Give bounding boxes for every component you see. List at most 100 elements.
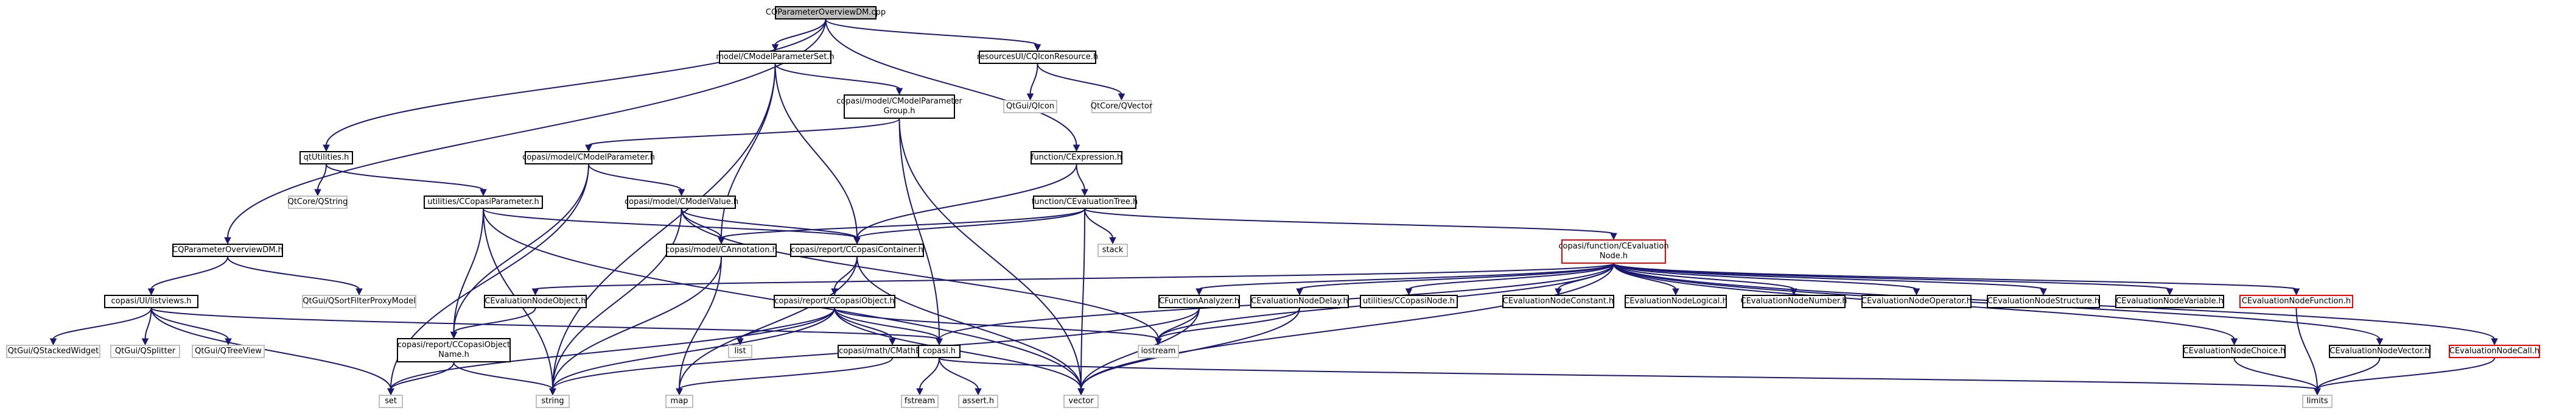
edge-copasi-report-ccopasiobject-to-iostream <box>834 308 1159 340</box>
edge-arrowhead <box>1672 288 1679 296</box>
node-label: copasi/model/CAnnotation.h <box>665 245 777 255</box>
edge-arrowhead <box>1077 388 1085 396</box>
node-root[interactable]: CQParameterOverviewDM.cpp <box>766 6 886 19</box>
node-label: resourcesUI/CQIconResource.h <box>976 52 1099 62</box>
node-cfunctionanalyzer[interactable]: CFunctionAnalyzer.h <box>1158 295 1240 308</box>
node-function-cevaluationtree[interactable]: function/CEvaluationTree.h <box>1032 196 1138 209</box>
node-cevaluationnodedelay[interactable]: CEvaluationNodeDelay.h <box>1250 295 1349 308</box>
node-cevaluationnodeobject[interactable]: CEvaluationNodeObject.h <box>484 295 587 308</box>
edge-arrowhead <box>1081 189 1088 197</box>
node-label: copasi/model/CModelParameter Group.h <box>836 97 962 116</box>
node-cevaluationnodechoice[interactable]: CEvaluationNodeChoice.h <box>2183 345 2286 358</box>
node-label: set <box>385 397 397 406</box>
edge-qtutilities-to-utilities-ccopasiparameter <box>326 164 484 191</box>
edge-arrowhead <box>1026 93 1034 101</box>
edge-arrowhead <box>1405 288 1413 296</box>
node-cevaluationnodelogical[interactable]: CEvaluationNodeLogical.h <box>1624 295 1727 308</box>
edge-cqparameteroverviewdm-h-to-qtgui-qsortfilterproxymodel <box>227 256 360 290</box>
node-utilities-ccopasinode[interactable]: utilities/CCopasiNode.h <box>1360 295 1458 308</box>
node-cevaluationnodeoperator[interactable]: CEvaluationNodeOperator.h <box>1861 295 1972 308</box>
edge-copasi-function-cevaluationnode-to-cevaluationnodestructure <box>1613 263 2044 290</box>
edge-copasi-model-cmodelparameter-to-copasi-report-ccopasiobjectname <box>453 164 589 333</box>
edge-arrowhead <box>1296 288 1303 296</box>
node-copasi-model-cmodelvalue[interactable]: copasi/model/CModelValue.h <box>625 196 738 209</box>
node-cevaluationnodestructure[interactable]: CEvaluationNodeStructure.h <box>1987 295 2100 308</box>
edge-copasi-function-cevaluationnode-to-cfunctionanalyzer <box>1199 263 1614 290</box>
edge-copasi-ui-listviews-to-copasi-h <box>150 308 940 340</box>
edge-copasi-model-cmodelparameter-to-copasi-model-cmodelvalue <box>588 164 682 191</box>
node-copasi-function-cevaluationnode[interactable]: copasi/function/CEvaluation Node.h <box>1558 239 1669 264</box>
node-iostream: iostream <box>1138 345 1179 358</box>
edge-function-cevaluationtree-to-copasi-function-cevaluationnode <box>1084 208 1614 234</box>
node-cevaluationnodenumber[interactable]: CEvaluationNodeNumber.h <box>1741 295 1847 308</box>
edge-arrowhead <box>676 388 683 396</box>
node-copasi-h[interactable]: copasi.h <box>918 345 961 358</box>
edge-arrowhead <box>355 288 363 296</box>
edge-resourcesui-cqiconresource-to-qtcore-qvector <box>1037 63 1122 95</box>
node-copasi-ui-listviews[interactable]: copasi/UI/listviews.h <box>104 295 198 308</box>
edge-model-cmodelparameterset-to-copasi-model-cmodelparametergroup <box>774 63 900 90</box>
edge-copasi-model-cmodelparametergroup-to-copasi-h <box>898 118 940 340</box>
edge-cqparameteroverviewdm-h-to-copasi-ui-listviews <box>150 256 228 290</box>
edge-arrowhead <box>450 331 458 339</box>
node-copasi-report-ccopasiobject[interactable]: copasi/report/CCopasiObject.h <box>774 295 895 308</box>
edge-arrowhead <box>224 237 231 245</box>
node-model-cmodelparameterset[interactable]: model/CModelParameterSet.h <box>716 51 835 64</box>
node-fstream: fstream <box>901 395 939 408</box>
node-copasi-model-cmodelparametergroup[interactable]: copasi/model/CModelParameter Group.h <box>836 94 962 119</box>
node-label: stack <box>1102 245 1124 255</box>
node-copasi-report-ccopasicontainer[interactable]: copasi/report/CCopasiContainer.h <box>790 244 924 257</box>
edge-copasi-model-cmodelvalue-to-copasi-report-ccopasicontainer <box>681 208 858 239</box>
edge-copasi-model-cmodelparametergroup-to-copasi-model-cmodelparameter <box>588 118 900 146</box>
node-qtutilities[interactable]: qtUtilities.h <box>299 151 353 164</box>
node-copasi-model-cannotation[interactable]: copasi/model/CAnnotation.h <box>665 244 777 257</box>
edge-arrowhead <box>2166 288 2174 296</box>
node-cevaluationnodeconstant[interactable]: CEvaluationNodeConstant.h <box>1502 295 1614 308</box>
edge-cevaluationnodedelay-to-iostream <box>1158 308 1300 340</box>
node-label: assert.h <box>962 397 995 406</box>
edge-copasi-report-ccopasiobject-to-copasi-math-cmathenum <box>834 308 893 340</box>
node-string: string <box>536 395 570 408</box>
edge-arrowhead <box>314 189 321 197</box>
node-utilities-ccopasiparameter[interactable]: utilities/CCopasiParameter.h <box>424 196 543 209</box>
edge-arrowhead <box>1109 237 1116 245</box>
edge-resourcesui-cqiconresource-to-qtgui-qicon <box>1029 63 1038 95</box>
node-label: CEvaluationNodeLogical.h <box>1624 297 1727 306</box>
node-resourcesui-cqiconresource[interactable]: resourcesUI/CQIconResource.h <box>976 51 1099 64</box>
edge-copasi-function-cevaluationnode-to-utilities-ccopasinode <box>1408 263 1614 290</box>
edge-copasi-ui-listviews-to-qtgui-qsplitter <box>144 308 152 340</box>
edge-copasi-math-cmathenum-to-map <box>679 358 893 390</box>
edge-model-cmodelparameterset-to-string <box>552 63 776 390</box>
edge-function-cevaluationtree-to-copasi-report-ccopasicontainer <box>856 208 1085 239</box>
node-cevaluationnodevector[interactable]: CEvaluationNodeVector.h <box>2329 345 2431 358</box>
node-function-cexpression[interactable]: function/CExpression.h <box>1031 151 1122 164</box>
node-map: map <box>665 395 693 408</box>
edge-copasi-model-cannotation-to-map <box>679 256 722 390</box>
edge-copasi-ui-listviews-to-set <box>150 308 391 390</box>
edge-copasi-function-cevaluationnode-to-cevaluationnodefunction <box>1613 263 2297 290</box>
node-vector: vector <box>1063 395 1099 408</box>
node-label: QtGui/QTreeView <box>195 347 262 356</box>
edge-arrowhead <box>677 189 685 197</box>
node-copasi-report-ccopasiobjectname[interactable]: copasi/report/CCopasiObject Name.h <box>397 338 511 362</box>
node-label: model/CModelParameterSet.h <box>716 52 835 62</box>
edge-arrowhead <box>1555 288 1562 296</box>
node-cqparameteroverviewdm-h[interactable]: CQParameterOverviewDM.h <box>172 244 283 257</box>
node-qtgui-qicon: QtGui/QIcon <box>1003 100 1057 113</box>
node-stack: stack <box>1097 244 1128 257</box>
node-cevaluationnodefunction[interactable]: CEvaluationNodeFunction.h <box>2239 295 2353 308</box>
edge-arrowhead <box>975 388 982 396</box>
edge-function-cevaluationtree-to-copasi-model-cannotation <box>721 208 1085 239</box>
node-label: copasi.h <box>922 347 956 356</box>
node-cevaluationnodecall[interactable]: CEvaluationNodeCall.h <box>2449 345 2540 358</box>
edge-function-cevaluationtree-to-stack <box>1084 208 1113 239</box>
node-label: list <box>734 347 746 356</box>
node-copasi-model-cmodelparameter[interactable]: copasi/model/CModelParameter.h <box>522 151 655 164</box>
node-cevaluationnodevariable[interactable]: CEvaluationNodeVariable.h <box>2115 295 2224 308</box>
node-label: CEvaluationNodeObject.h <box>485 297 586 306</box>
edge-function-cexpression-to-function-cevaluationtree <box>1076 164 1085 191</box>
edge-arrowhead <box>916 388 923 396</box>
node-label: CEvaluationNodeFunction.h <box>2241 297 2351 306</box>
node-label: copasi/model/CModelParameter.h <box>522 153 655 162</box>
